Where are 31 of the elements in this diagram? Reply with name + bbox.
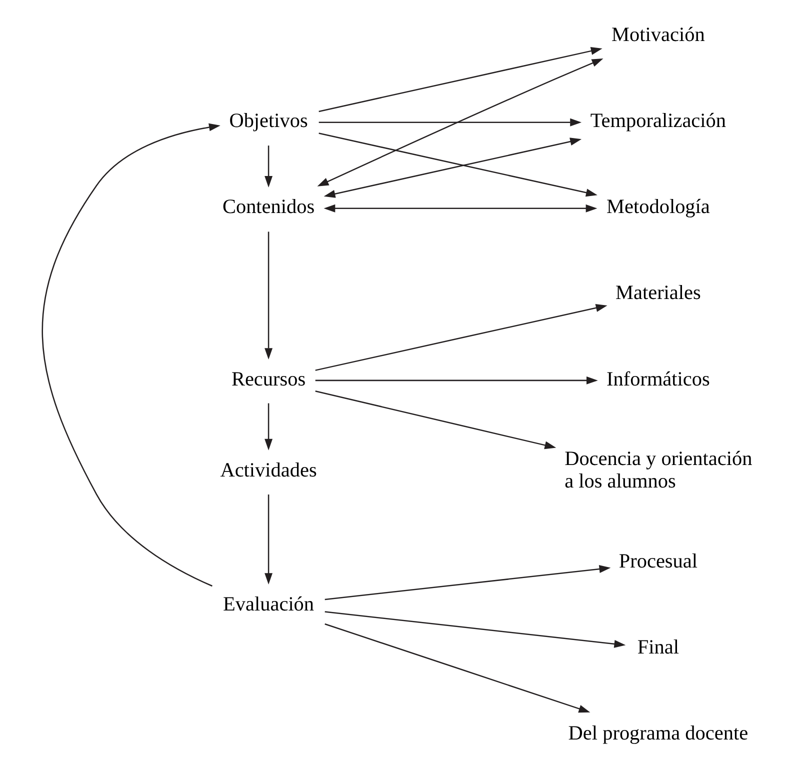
arrow <box>314 390 556 450</box>
node-text: Temporalización <box>590 110 726 132</box>
arrow <box>323 138 582 198</box>
arrow <box>314 376 598 384</box>
arrow <box>264 232 272 360</box>
node-text: Informáticos <box>606 368 710 390</box>
node-text: Materiales <box>615 282 700 304</box>
node-text: Procesual <box>618 550 698 572</box>
arrow <box>318 47 602 112</box>
node-text: Motivación <box>611 24 704 46</box>
arrow <box>314 304 607 371</box>
arrow <box>324 565 610 600</box>
arrow <box>324 611 626 648</box>
node-text: Del programa docente <box>568 722 748 744</box>
arrow <box>264 403 272 450</box>
arrow <box>316 58 603 186</box>
node-text: Final <box>636 636 679 658</box>
node-text: Contenidos <box>222 196 314 218</box>
arrow <box>264 494 272 584</box>
node-text: Actividades <box>220 459 316 482</box>
arrow <box>264 146 272 188</box>
node-text: Metodología <box>606 196 710 218</box>
node-text: Docencia y orientación a los alumnos <box>564 448 752 493</box>
arrow <box>41 123 220 587</box>
arrow <box>324 623 590 713</box>
node-text: Evaluación <box>222 593 314 616</box>
node-text: Recursos <box>230 368 306 390</box>
node-text: Objetivos <box>228 110 308 132</box>
arrow <box>318 132 597 197</box>
arrow <box>318 118 582 126</box>
arrow <box>323 204 597 212</box>
